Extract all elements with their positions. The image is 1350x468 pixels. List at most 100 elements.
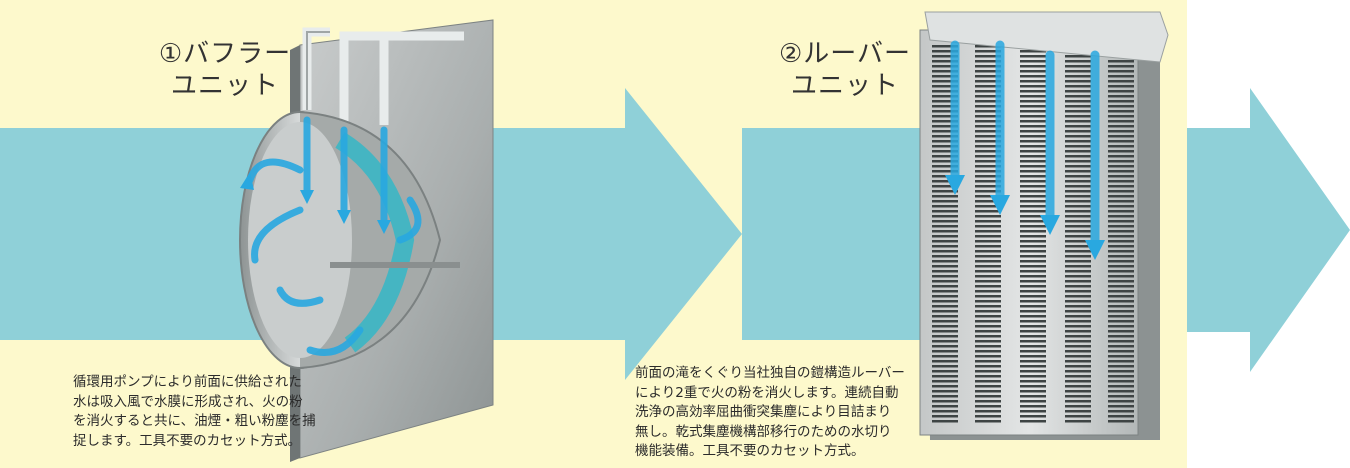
louver-slot bbox=[1108, 295, 1134, 298]
louver-slot bbox=[975, 410, 1001, 413]
louver-slot bbox=[1108, 205, 1134, 208]
louver-slot bbox=[1108, 355, 1134, 358]
louver-slot bbox=[1108, 340, 1134, 343]
louver-slot bbox=[1065, 165, 1091, 168]
louver-slot bbox=[975, 195, 1001, 198]
louver-slot bbox=[932, 145, 958, 148]
louver-slot bbox=[1020, 405, 1046, 408]
louver-slot bbox=[1108, 325, 1134, 328]
louver-slot bbox=[1108, 365, 1134, 368]
louver-slot bbox=[1020, 410, 1046, 413]
louver-slot bbox=[1108, 310, 1134, 313]
louver-slot bbox=[975, 265, 1001, 268]
louver-slot bbox=[975, 95, 1001, 98]
louver-slot bbox=[1020, 370, 1046, 373]
louver-slot bbox=[932, 380, 958, 383]
louver-slot bbox=[932, 255, 958, 258]
louver-slot bbox=[1108, 315, 1134, 318]
louver-slot bbox=[1020, 400, 1046, 403]
louver-slot bbox=[1108, 105, 1134, 108]
louver-slot bbox=[975, 155, 1001, 158]
louver-slot bbox=[1065, 160, 1091, 163]
louver-slot bbox=[1020, 135, 1046, 138]
description-line: 前面の滝をくぐり当社独自の鎧構造ルーバー bbox=[635, 365, 905, 381]
louver-slot bbox=[932, 115, 958, 118]
louver-slot bbox=[975, 250, 1001, 253]
louver-slot bbox=[1065, 375, 1091, 378]
louver-slot bbox=[932, 185, 958, 188]
louver-slot bbox=[1108, 120, 1134, 123]
louver-slot bbox=[1065, 75, 1091, 78]
louver-slot bbox=[1020, 280, 1046, 283]
louver-slot bbox=[1065, 275, 1091, 278]
louver-slot bbox=[1108, 70, 1134, 73]
louver-slot bbox=[975, 145, 1001, 148]
louver-slot bbox=[932, 260, 958, 263]
louver-slot bbox=[1020, 120, 1046, 123]
louver-slot bbox=[975, 415, 1001, 418]
louver-slot bbox=[932, 405, 958, 408]
louver-slot bbox=[1020, 70, 1046, 73]
baffle-unit-title: ①バフラー ユニット bbox=[150, 38, 300, 102]
louver-slot bbox=[1108, 330, 1134, 333]
louver-slot bbox=[1065, 185, 1091, 188]
louver-slot bbox=[1020, 140, 1046, 143]
louver-slot bbox=[975, 230, 1001, 233]
louver-slot bbox=[975, 190, 1001, 193]
louver-slot bbox=[1108, 270, 1134, 273]
louver-slot bbox=[1108, 190, 1134, 193]
louver-slot bbox=[1020, 65, 1046, 68]
louver-slot bbox=[1108, 95, 1134, 98]
louver-slot bbox=[1065, 195, 1091, 198]
louver-slot bbox=[1065, 110, 1091, 113]
louver-slot bbox=[975, 215, 1001, 218]
louver-slot bbox=[1065, 245, 1091, 248]
louver-slot bbox=[1020, 195, 1046, 198]
louver-slot bbox=[975, 90, 1001, 93]
baffle-unit-title-line: ユニット bbox=[170, 71, 279, 101]
louver-slot bbox=[1065, 335, 1091, 338]
louver-slot bbox=[1108, 420, 1134, 423]
louver-slot bbox=[1108, 145, 1134, 148]
louver-slot bbox=[1108, 345, 1134, 348]
louver-slot bbox=[975, 70, 1001, 73]
louver-slot bbox=[1065, 250, 1091, 253]
louver-slot bbox=[1065, 360, 1091, 363]
louver-slot bbox=[975, 75, 1001, 78]
louver-slot bbox=[1020, 330, 1046, 333]
louver-slot bbox=[1108, 225, 1134, 228]
louver-slot bbox=[932, 295, 958, 298]
louver-slot bbox=[1065, 120, 1091, 123]
louver-slot bbox=[1020, 290, 1046, 293]
louver-unit-title-line: ②ルーバー bbox=[778, 39, 912, 69]
louver-slot bbox=[1020, 230, 1046, 233]
louver-slot bbox=[932, 90, 958, 93]
louver-slot bbox=[932, 140, 958, 143]
louver-slot bbox=[975, 55, 1001, 58]
louver-slot bbox=[975, 150, 1001, 153]
louver-slot bbox=[975, 245, 1001, 248]
louver-slot bbox=[1020, 95, 1046, 98]
louver-slot bbox=[1065, 315, 1091, 318]
louver-slot bbox=[932, 220, 958, 223]
louver-slot bbox=[1108, 165, 1134, 168]
louver-slot bbox=[1108, 115, 1134, 118]
louver-slot bbox=[1065, 380, 1091, 383]
louver-slot bbox=[975, 290, 1001, 293]
louver-slot bbox=[932, 195, 958, 198]
description-line: 捉します。工具不要のカセット方式。 bbox=[73, 432, 302, 449]
louver-slot bbox=[975, 65, 1001, 68]
louver-slot bbox=[1108, 395, 1134, 398]
louver-unit-description: 前面の滝をくぐり当社独自の鎧構造ルーバー により2重で火の粉を消火します。連続自… bbox=[635, 364, 905, 462]
louver-slot bbox=[1065, 290, 1091, 293]
louver-slot bbox=[1108, 180, 1134, 183]
louver-slot bbox=[1108, 400, 1134, 403]
louver-slot bbox=[1065, 265, 1091, 268]
louver-slot bbox=[1020, 350, 1046, 353]
louver-slot bbox=[1108, 405, 1134, 408]
louver-slot bbox=[1020, 190, 1046, 193]
louver-slot bbox=[932, 200, 958, 203]
louver-slot bbox=[975, 400, 1001, 403]
louver-slot bbox=[1065, 390, 1091, 393]
louver-slot bbox=[975, 340, 1001, 343]
